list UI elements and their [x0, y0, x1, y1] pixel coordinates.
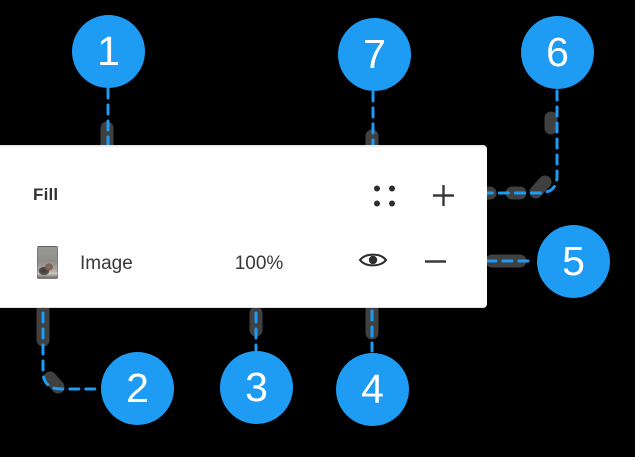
fill-panel: Fill — [0, 145, 487, 308]
minus-icon — [425, 260, 446, 263]
fill-opacity-value[interactable]: 100% — [234, 253, 284, 274]
callout-4: 4 — [336, 353, 409, 426]
styles-button[interactable] — [369, 180, 400, 211]
callout-5-number: 5 — [562, 238, 585, 284]
callout-1: 1 — [72, 15, 145, 88]
callout-6: 6 — [521, 16, 594, 89]
fill-panel-header: Fill — [0, 173, 487, 217]
four-dots-icon — [374, 185, 395, 206]
add-fill-button[interactable] — [428, 180, 459, 211]
callout-7-number: 7 — [363, 31, 386, 77]
remove-fill-button[interactable] — [420, 246, 451, 277]
callout-4-number: 4 — [361, 366, 384, 412]
callout-7: 7 — [338, 18, 411, 91]
fill-panel-title: Fill — [33, 185, 59, 204]
eye-icon — [358, 253, 388, 267]
callout-1-number: 1 — [97, 28, 120, 74]
toggle-visibility-button[interactable] — [354, 246, 392, 274]
callout-2-number: 2 — [126, 365, 149, 411]
fill-thumbnail[interactable] — [37, 246, 58, 279]
fill-header-actions — [369, 173, 459, 217]
fill-row: Image 100% — [0, 242, 487, 286]
plus-icon — [433, 184, 454, 206]
callout-3-number: 3 — [245, 364, 268, 410]
callout-3: 3 — [220, 351, 293, 424]
callout-6-number: 6 — [546, 29, 569, 75]
callout-2: 2 — [101, 352, 174, 425]
callout-5: 5 — [537, 225, 610, 298]
fill-type-label[interactable]: Image — [80, 253, 133, 274]
